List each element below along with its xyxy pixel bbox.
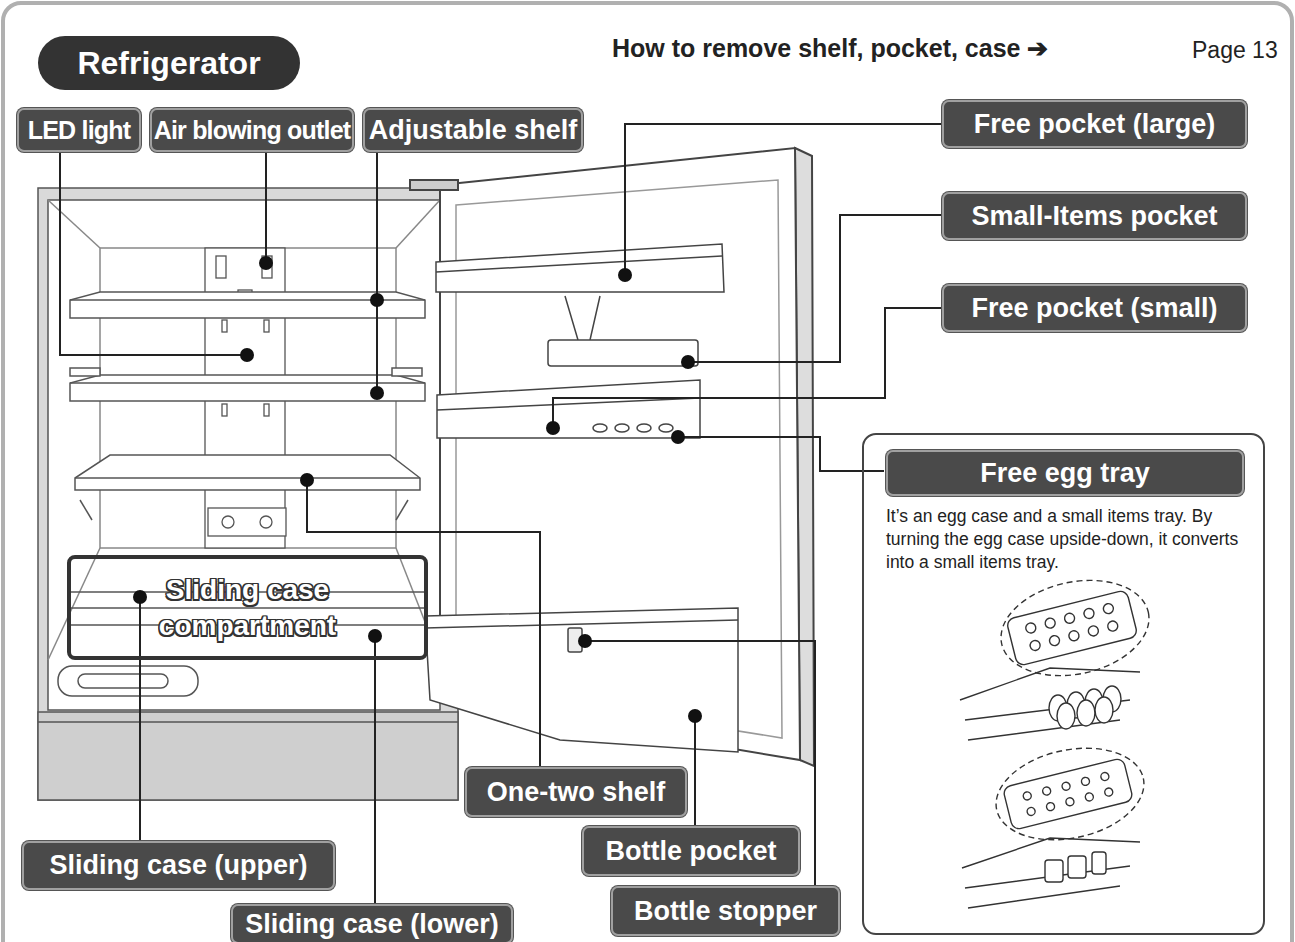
part-label: Adjustable shelf (369, 115, 578, 146)
description-text: It’s an egg case and a small items tray.… (886, 505, 1260, 574)
part-label: Sliding case (upper) (49, 850, 307, 881)
door (410, 148, 814, 766)
part-label: LED light (28, 116, 131, 145)
part-label-box: Bottle stopper (611, 886, 840, 936)
info-panel: It’s an egg case and a small items tray.… (862, 433, 1265, 935)
part-label-box: Adjustable shelf (363, 108, 583, 152)
part-label-box: Free pocket (small) (942, 284, 1247, 332)
part-label: Sliding case (lower) (245, 909, 499, 940)
part-label-box: Sliding case (upper) (22, 841, 335, 890)
leader-lines (60, 124, 942, 906)
cabinet (38, 188, 458, 800)
part-label-box: Free egg tray (886, 450, 1244, 496)
door-pockets (425, 244, 738, 752)
title-pill: Refrigerator (38, 36, 300, 90)
note-text: How to remove shelf, pocket, case ➔ (612, 34, 1048, 63)
egg-tray-illustration (960, 567, 1158, 908)
part-label: Free egg tray (980, 458, 1150, 489)
note-text: Page 13 (1192, 37, 1278, 64)
part-label-box: Free pocket (large) (942, 100, 1247, 148)
part-label-box: Sliding case (lower) (231, 904, 513, 942)
part-label: Free pocket (large) (974, 109, 1216, 140)
part-label: Bottle pocket (605, 836, 776, 867)
part-label-box: Bottle pocket (582, 826, 800, 876)
part-label: Small-Items pocket (971, 201, 1217, 232)
leader-dots (133, 256, 702, 723)
part-label: Sliding case compartment (128, 572, 368, 644)
part-label: Free pocket (small) (971, 293, 1217, 324)
frame (3, 3, 1292, 942)
part-label-box: Air blowing outlet (150, 108, 354, 152)
part-label-box: LED light (17, 108, 141, 152)
part-label: Air blowing outlet (154, 116, 351, 145)
compartment-box: Sliding case compartment (67, 555, 428, 660)
part-label-box: Small-Items pocket (942, 192, 1247, 240)
part-label: One-two shelf (487, 777, 666, 808)
part-label-box: One-two shelf (465, 767, 687, 817)
part-label: Bottle stopper (634, 896, 817, 927)
